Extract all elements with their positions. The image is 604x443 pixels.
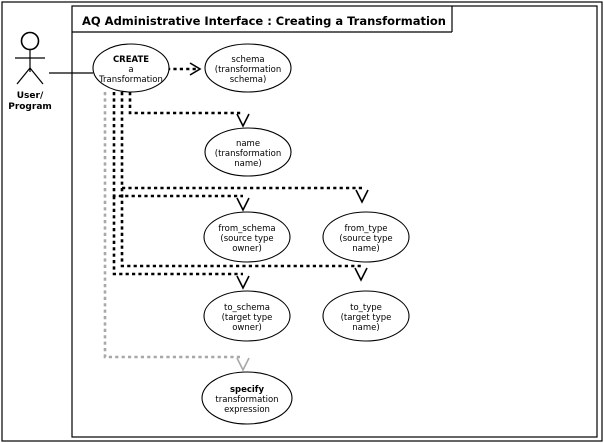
connector-create-to-to-schema [112, 196, 243, 276]
use-case-to-schema-line2: (target type [222, 313, 273, 323]
connector-create-to-name [128, 92, 243, 115]
use-case-name-line2: (transformation [215, 149, 281, 159]
use-case-schema[interactable]: schema (transformation schema) [204, 43, 292, 93]
use-case-to-schema[interactable]: to_schema (target type owner) [203, 290, 291, 342]
use-case-to-type-line3: name) [352, 323, 379, 333]
actor-label-line2: Program [8, 102, 52, 112]
use-case-from-schema-line3: owner) [232, 244, 262, 254]
use-case-to-schema-line3: owner) [232, 323, 262, 333]
use-case-name-line1: name [236, 139, 260, 149]
use-case-create-transformation-shape[interactable] [92, 43, 170, 93]
use-case-from-type[interactable]: from_type (source type name) [322, 211, 410, 263]
use-case-specify-transformation-expression[interactable]: specify transformation expression [201, 371, 293, 425]
use-case-specify-line3: expression [224, 405, 270, 415]
connector-create-to-to-type [120, 188, 361, 268]
use-case-schema-line3: schema) [230, 75, 267, 85]
use-case-from-schema[interactable]: from_schema (source type owner) [203, 211, 291, 263]
use-case-create-transformation-line3: Transformation [98, 75, 163, 85]
use-case-schema-shape[interactable] [204, 43, 292, 93]
actor-label-line1: User/ [17, 91, 44, 101]
use-case-to-type[interactable]: to_type (target type name) [322, 290, 410, 342]
use-case-from-schema-line2: (source type [220, 234, 273, 244]
system-boundary-frame [71, 5, 598, 438]
use-case-from-type-shape[interactable] [322, 211, 410, 263]
use-case-name[interactable]: name (transformation name) [204, 127, 292, 177]
use-case-from-type-line3: name) [352, 244, 379, 254]
use-case-to-schema-line1: to_schema [224, 303, 270, 313]
arrowhead-to-type [354, 267, 368, 282]
connector-create-to-specify [103, 92, 243, 359]
page-title: AQ Administrative Interface : Creating a… [82, 14, 446, 28]
use-case-from-schema-line1: from_schema [218, 224, 275, 234]
use-case-schema-line2: (transformation [215, 65, 281, 75]
use-case-from-type-line2: (source type [339, 234, 392, 244]
actor-head-icon [20, 31, 40, 51]
actor-leg-left [16, 67, 31, 85]
actor-leg-right [29, 67, 44, 85]
use-case-create-transformation-line2: a [128, 65, 133, 75]
use-case-to-schema-shape[interactable] [203, 290, 291, 342]
arrowhead-name [236, 113, 250, 128]
arrowhead-specify [236, 357, 250, 372]
use-case-create-transformation-line1: CREATE [113, 55, 149, 65]
arrowhead-to-schema [236, 275, 250, 290]
actor-user-program: User/ Program [8, 31, 52, 112]
use-case-from-schema-shape[interactable] [203, 211, 291, 263]
use-case-specify-line2: transformation [215, 395, 278, 405]
use-case-to-type-line1: to_type [350, 303, 382, 313]
use-case-create-transformation[interactable]: CREATE a Transformation [92, 43, 170, 93]
use-case-specify-shape[interactable] [201, 371, 293, 425]
use-case-name-line3: name) [234, 159, 261, 169]
arrowhead-from-type [355, 189, 369, 204]
use-case-to-type-shape[interactable] [322, 290, 410, 342]
arrowhead-schema [189, 62, 202, 76]
use-case-schema-line1: schema [231, 55, 264, 65]
use-case-from-type-line1: from_type [344, 224, 387, 234]
arrowhead-from-schema [236, 197, 250, 212]
use-case-name-shape[interactable] [204, 127, 292, 177]
use-case-to-type-line2: (target type [341, 313, 392, 323]
use-case-specify-line1: specify [230, 385, 265, 395]
